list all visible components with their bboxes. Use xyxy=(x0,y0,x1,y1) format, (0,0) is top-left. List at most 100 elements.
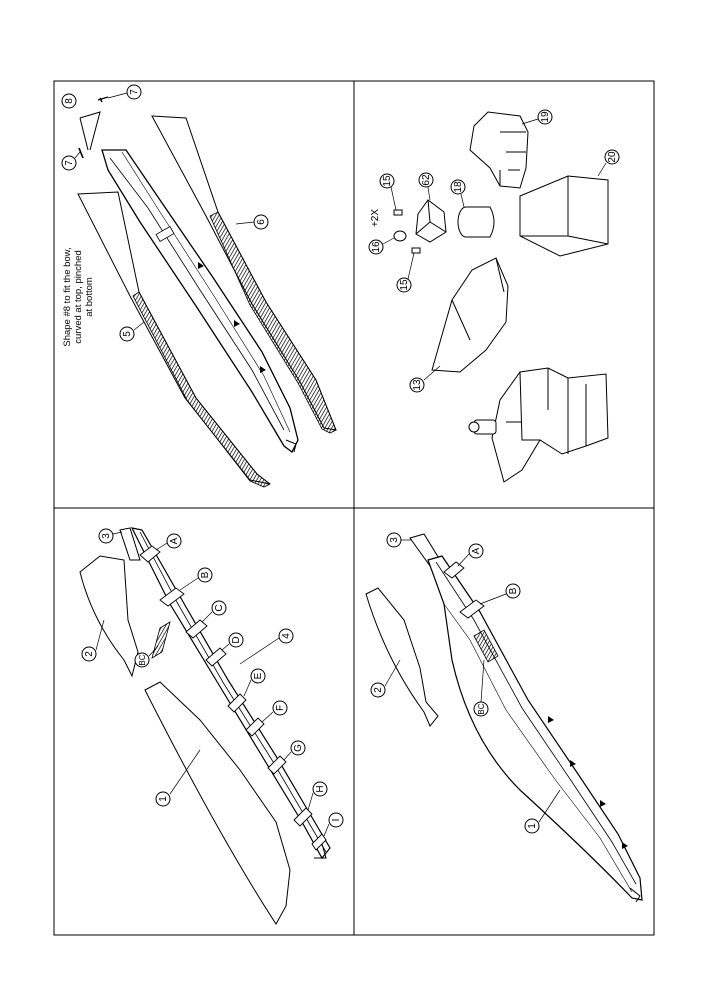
callout-A-br-label: A xyxy=(471,547,482,554)
assembled-deck-structure xyxy=(491,367,609,483)
callout-3-br-label: 3 xyxy=(389,537,400,543)
callout-18 xyxy=(450,179,466,195)
note-line-3: at bottom xyxy=(84,277,95,317)
bow-piece-8 xyxy=(79,111,101,151)
callout-A-bl xyxy=(166,533,182,549)
callout-16-label: 16 xyxy=(371,241,382,253)
callout-1-br-label: 1 xyxy=(527,823,538,829)
callout-7-left-label: 7 xyxy=(64,160,75,166)
callout-4-bl-label: 4 xyxy=(281,633,292,639)
callout-2-bl xyxy=(81,646,97,662)
callout-15-bottom-label: 15 xyxy=(399,279,410,291)
part-15-top xyxy=(393,209,403,216)
callout-I-bl-label: I xyxy=(331,819,342,822)
callout-2-bl-label: 2 xyxy=(84,651,95,657)
callout-7-left xyxy=(61,155,77,171)
callout-8-label: 8 xyxy=(64,98,75,104)
frame-A xyxy=(139,545,161,563)
callout-I-bl xyxy=(328,812,344,828)
callout-1-br xyxy=(524,818,540,834)
callout-A-bl-label: A xyxy=(169,537,180,544)
part-2 xyxy=(79,555,139,678)
callout-A-br xyxy=(468,543,484,559)
part-15-bottom xyxy=(411,247,421,254)
callout-3-bl xyxy=(98,528,114,544)
callout-4-bl xyxy=(278,628,294,644)
callout-7-top-label: 7 xyxy=(129,89,140,95)
frame-E xyxy=(227,693,247,713)
frame-F xyxy=(245,717,265,737)
callout-62 xyxy=(418,172,434,188)
side-panel-6-hatch xyxy=(209,211,337,434)
note-line-2: curved at top, pinched xyxy=(73,250,84,343)
callout-BC-br-label: BC xyxy=(477,703,486,714)
callout-2-br-label: 2 xyxy=(373,687,384,693)
callout-B-br xyxy=(505,583,521,599)
callout-BC-bl-label: BC xyxy=(138,654,147,665)
callout-BC-bl xyxy=(134,652,150,668)
frame-B xyxy=(159,587,185,607)
callout-3-bl-label: 3 xyxy=(101,533,112,539)
callout-H-bl-label: H xyxy=(315,785,326,792)
callout-C-bl xyxy=(211,600,227,616)
part-1-hull-br xyxy=(427,555,643,901)
callout-B-bl-label: B xyxy=(200,571,211,578)
panel-top-left-hull-sides xyxy=(77,96,337,488)
panel-top-right-parts xyxy=(393,111,609,483)
panel-bottom-left-frame-assembly xyxy=(79,527,331,925)
callout-13 xyxy=(409,377,425,393)
callout-7-top xyxy=(126,84,142,100)
frame-I xyxy=(311,833,327,851)
callout-1-bl xyxy=(155,791,171,807)
callout-15-bottom xyxy=(396,277,412,293)
frame-H xyxy=(293,807,313,827)
part-18-body xyxy=(466,206,495,238)
side-panel-5-hatch xyxy=(132,291,271,488)
callout-19-label: 19 xyxy=(540,111,551,123)
callout-13-label: 13 xyxy=(412,379,423,391)
callout-E-bl-label: E xyxy=(253,672,264,679)
part-16 xyxy=(393,230,407,242)
callout-D-bl-label: D xyxy=(231,636,242,643)
callout-G-bl-label: G xyxy=(293,744,304,752)
frame-D xyxy=(205,647,227,667)
callout-E-bl xyxy=(250,668,266,684)
callout-B-bl xyxy=(197,567,213,583)
part-62 xyxy=(415,199,447,243)
callout-5 xyxy=(119,326,135,342)
frame-C xyxy=(185,619,208,639)
part-1 xyxy=(144,681,291,925)
callout-B-br-label: B xyxy=(508,587,519,594)
part-2-br xyxy=(365,587,439,727)
callout-19 xyxy=(537,109,553,125)
callout-18-label: 18 xyxy=(453,181,464,193)
part-13 xyxy=(431,257,509,373)
callout-15-top-label: 15 xyxy=(382,175,393,187)
panel-bottom-right-frame-assembly xyxy=(365,533,643,903)
panel-frame xyxy=(53,80,655,936)
callout-20 xyxy=(604,149,620,165)
callout-F-bl xyxy=(272,700,288,716)
callout-2-br xyxy=(370,682,386,698)
callout-5-label: 5 xyxy=(122,331,133,337)
callout-16 xyxy=(368,239,384,255)
callout-1-bl-label: 1 xyxy=(158,796,169,802)
frame-B-br xyxy=(459,599,485,619)
multiplier-label: +2X xyxy=(370,209,381,227)
callout-C-bl-label: C xyxy=(214,604,225,611)
callout-F-bl-label: F xyxy=(275,705,286,711)
part-20 xyxy=(519,175,609,257)
callout-62-label: 62 xyxy=(421,174,432,186)
assembly-note: Shape #8 to fit the bow, curved at top, … xyxy=(62,247,95,346)
frame-A-br xyxy=(443,561,465,579)
callout-6-label: 6 xyxy=(256,219,267,225)
nail-7b xyxy=(78,147,84,159)
callout-8 xyxy=(61,93,77,109)
part-BC-br xyxy=(473,629,499,663)
nail-7a xyxy=(97,96,109,103)
callout-G-bl xyxy=(290,740,306,756)
callout-D-bl xyxy=(228,632,244,648)
note-line-1: Shape #8 to fit the bow, xyxy=(62,247,73,346)
part-BC xyxy=(151,621,171,659)
